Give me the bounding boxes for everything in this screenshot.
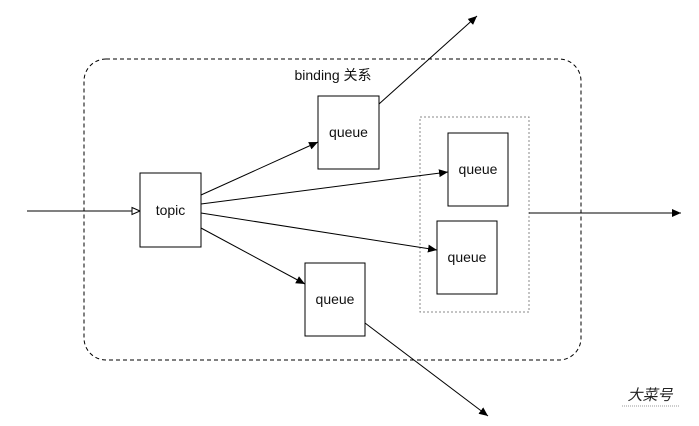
queue-label-bottom: queue — [316, 291, 355, 307]
queue-box-top — [317, 95, 380, 170]
queue-label-top: queue — [329, 124, 368, 140]
watermark-text: 大菜号 — [627, 386, 673, 404]
queue-box-right-2 — [436, 220, 498, 295]
arrow-topic-to-queue-top — [200, 141, 319, 196]
binding-group-border — [83, 58, 582, 361]
arrow-queue-top-out — [378, 15, 478, 105]
queue-label-right-1: queue — [459, 161, 498, 177]
topic-label: topic — [156, 202, 186, 218]
topic-box — [139, 172, 202, 248]
arrow-queue-bottom-out — [364, 322, 489, 417]
arrow-topic-to-queue-right-1 — [200, 169, 449, 205]
queue-label-right-2: queue — [448, 249, 487, 265]
binding-group-label: binding 关系 — [294, 67, 371, 83]
queue-box-right-1 — [447, 132, 509, 207]
arrow-topic-to-queue-bottom — [200, 227, 306, 285]
arrow-topic-to-queue-right-2 — [200, 212, 438, 253]
queue-box-bottom — [304, 262, 366, 337]
